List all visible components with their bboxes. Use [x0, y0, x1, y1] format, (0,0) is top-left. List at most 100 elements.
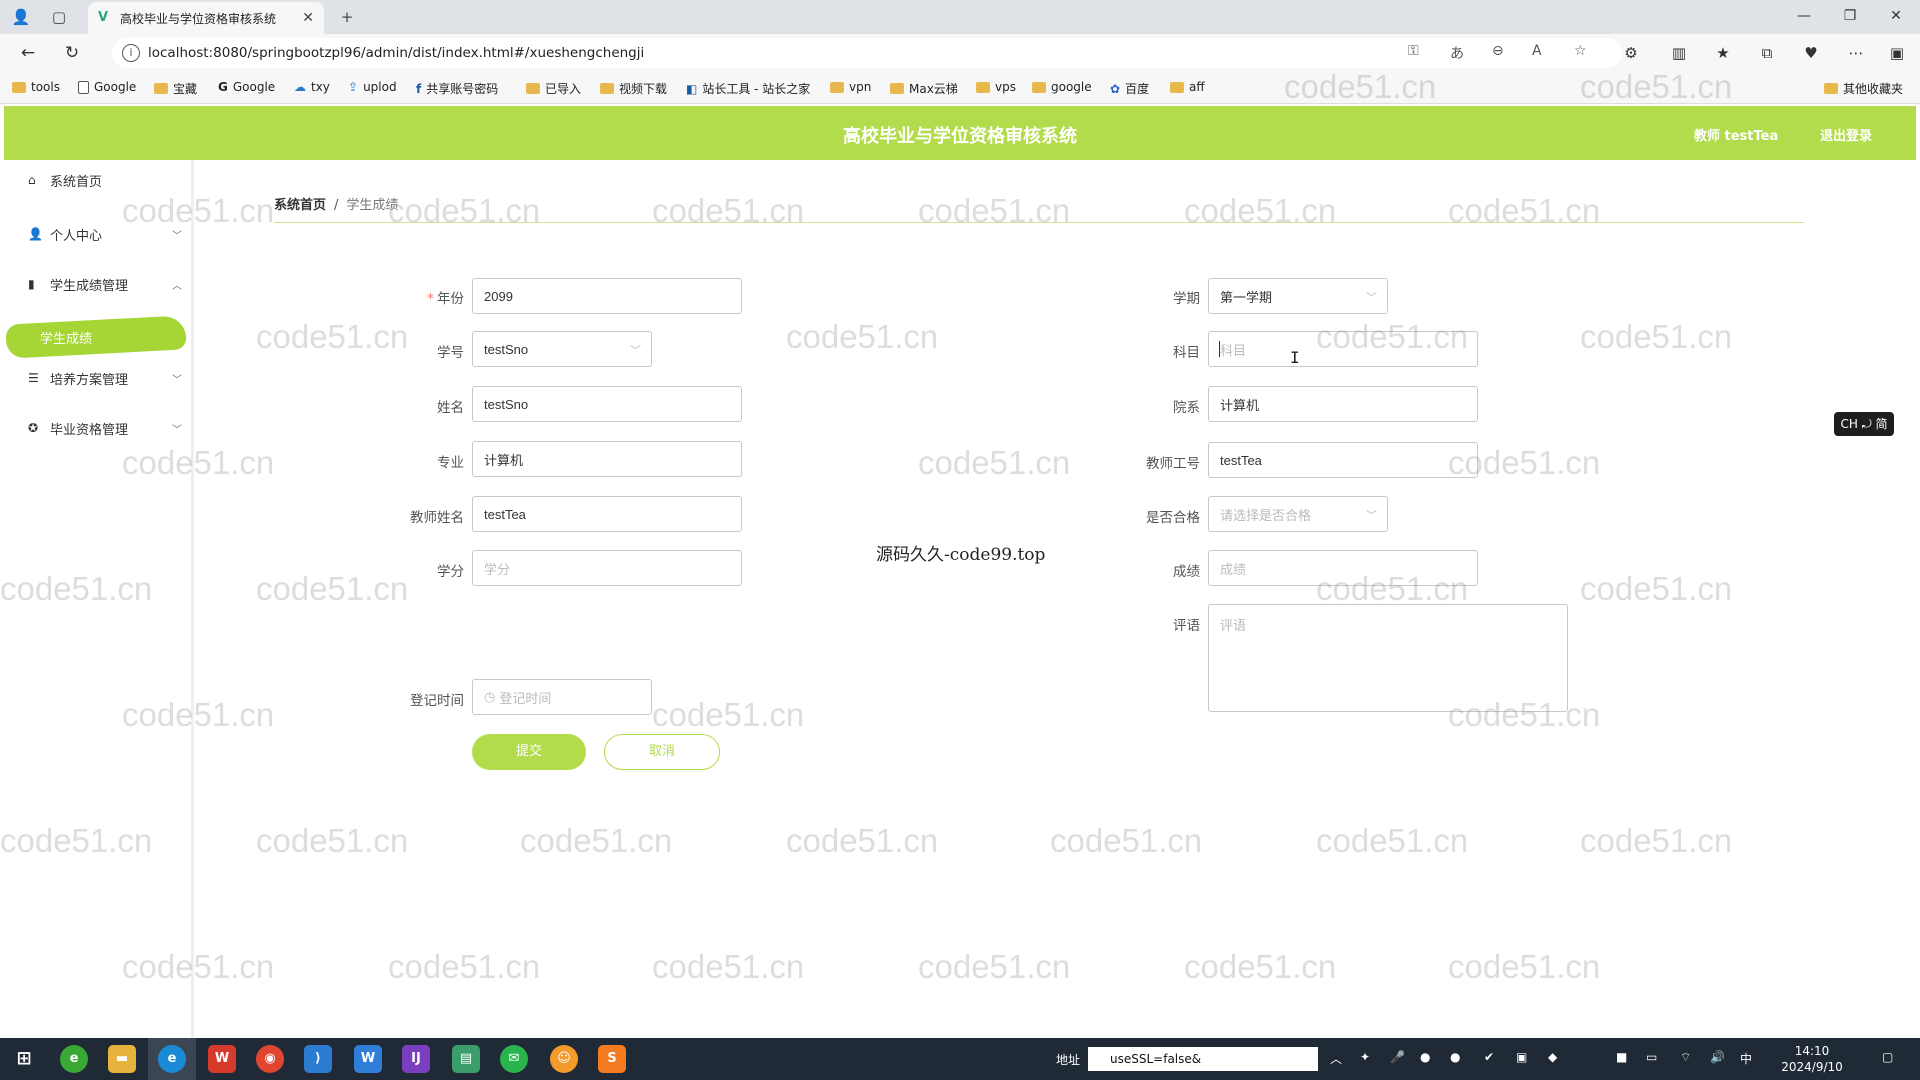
comment-textarea[interactable]: 评语 — [1208, 604, 1568, 712]
sidebar-item-grades[interactable]: ▮ 学生成绩管理 ︿ — [28, 277, 182, 294]
word-icon[interactable]: W — [354, 1045, 382, 1073]
sidebar-toggle-icon[interactable]: ▣ — [1889, 44, 1905, 62]
other-bookmarks-folder[interactable]: 其他收藏夹 — [1824, 80, 1903, 97]
bookmark-folder[interactable]: tools — [12, 80, 60, 94]
submit-button[interactable]: 提交 — [472, 734, 586, 770]
department-input[interactable]: 计算机 — [1208, 386, 1478, 422]
profile-icon[interactable]: 👤 — [11, 8, 31, 26]
tray-app-icon[interactable]: ✔ — [1484, 1050, 1495, 1064]
teacher-name-input[interactable]: testTea — [472, 496, 742, 532]
browser-essentials-icon[interactable]: ♥ — [1804, 44, 1818, 62]
sidebar-subitem-label: 学生成绩 — [40, 332, 93, 347]
url-field[interactable]: i localhost:8080/springbootzpl96/admin/d… — [112, 38, 1622, 68]
breadcrumb-home[interactable]: 系统首页 — [274, 198, 327, 213]
minimize-icon[interactable]: — — [1797, 8, 1811, 24]
bookmark[interactable]: ◧站长工具 - 站长之家 — [686, 81, 811, 97]
bookmark-folder[interactable]: aff — [1170, 80, 1205, 94]
close-window-icon[interactable]: ✕ — [1890, 8, 1902, 24]
teacher-no-input[interactable]: testTea — [1208, 442, 1478, 478]
info-icon[interactable]: i — [122, 44, 140, 62]
close-tab-icon[interactable]: ✕ — [302, 10, 314, 26]
tray-app-icon[interactable]: ✦ — [1360, 1050, 1371, 1064]
extensions-icon[interactable]: ⚙ — [1624, 44, 1638, 62]
file-explorer-icon[interactable]: ▬ — [108, 1045, 136, 1073]
app-orange-icon[interactable]: ☺ — [550, 1045, 578, 1073]
collections-icon[interactable]: ⧉ — [1761, 44, 1773, 62]
bookmark-folder[interactable]: 宝藏 — [154, 80, 197, 97]
browser-tab[interactable]: V 高校毕业与学位资格审核系统 ✕ — [88, 2, 324, 34]
year-input[interactable]: 2099 — [472, 278, 742, 314]
sidebar-item-home[interactable]: ⌂ 系统首页 — [28, 173, 103, 190]
taskbar-address-input[interactable]: useSSL=false& — [1088, 1047, 1318, 1071]
bookmark[interactable]: ☁txy — [294, 80, 330, 94]
tray-up-icon[interactable]: ︿ — [1330, 1052, 1343, 1066]
wifi-icon[interactable]: ⌔ — [1680, 1050, 1692, 1064]
wps-icon[interactable]: W — [208, 1045, 236, 1073]
bookmark-folder[interactable]: Max云梯 — [890, 80, 958, 97]
text-cursor-icon: I — [1290, 348, 1300, 367]
bookmark[interactable]: ✿百度 — [1110, 81, 1150, 97]
favorite-star-icon[interactable]: ☆ — [1574, 43, 1587, 59]
bookmark-folder[interactable]: google — [1032, 80, 1092, 94]
semester-select[interactable]: 第一学期﹀ — [1208, 278, 1388, 314]
tab-actions-icon[interactable]: ▢ — [51, 8, 67, 26]
folder-icon — [154, 83, 168, 94]
notification-icon[interactable]: ▢ — [1882, 1050, 1894, 1064]
ime-mode[interactable]: 中 — [1740, 1052, 1753, 1066]
logout-link[interactable]: 退出登录 — [1820, 129, 1873, 144]
restore-icon[interactable]: ❐ — [1843, 8, 1857, 24]
folder-icon — [12, 81, 26, 93]
bookmark[interactable]: ⇪uplod — [348, 80, 397, 94]
register-time-picker[interactable]: ◷登记时间 — [472, 679, 652, 715]
bookmark-folder[interactable]: vps — [976, 80, 1016, 94]
cancel-button[interactable]: 取消 — [604, 734, 720, 770]
folder-app-icon[interactable]: ▤ — [452, 1045, 480, 1073]
back-icon[interactable]: ← — [20, 43, 36, 63]
browser-360-icon[interactable]: e — [60, 1045, 88, 1073]
vscode-icon[interactable]: ⟩ — [304, 1045, 332, 1073]
favorites-icon[interactable]: ★ — [1716, 44, 1730, 62]
sublime-icon[interactable]: S — [598, 1045, 626, 1073]
bookmark[interactable]: Google — [78, 80, 136, 94]
read-aloud-icon[interactable]: A — [1532, 43, 1542, 59]
key-icon[interactable]: ⚿ — [1408, 43, 1419, 59]
tray-app-icon[interactable]: ● — [1420, 1050, 1431, 1064]
bookmark-folder[interactable]: 已导入 — [526, 80, 581, 97]
translate-icon[interactable]: あ — [1450, 46, 1464, 62]
new-tab-icon[interactable]: + — [340, 8, 354, 26]
subject-input[interactable]: 科目 — [1208, 331, 1478, 367]
tray-app-icon[interactable]: ● — [1450, 1050, 1461, 1064]
microphone-icon[interactable]: 🎤 — [1390, 1050, 1405, 1064]
name-input[interactable]: testSno — [472, 386, 742, 422]
sidebar-item-graduation[interactable]: ✪ 毕业资格管理 ﹀ — [28, 421, 182, 438]
sidebar-item-profile[interactable]: 👤 个人中心 ﹀ — [28, 227, 182, 244]
tray-app-icon[interactable]: ◆ — [1548, 1050, 1558, 1064]
qualified-select[interactable]: 请选择是否合格﹀ — [1208, 496, 1388, 532]
tray-app-icon[interactable]: ■ — [1616, 1050, 1628, 1064]
edge-icon[interactable]: e — [158, 1045, 186, 1073]
chrome-icon[interactable]: ◉ — [256, 1045, 284, 1073]
major-input[interactable]: 计算机 — [472, 441, 742, 477]
ime-indicator[interactable]: CH ⤾ 简 — [1834, 412, 1894, 436]
credit-input[interactable]: 学分 — [472, 550, 742, 586]
clock[interactable]: 14:10 2024/9/10 — [1770, 1043, 1854, 1075]
zoom-icon[interactable]: ⊖ — [1492, 43, 1504, 59]
bookmark-folder[interactable]: vpn — [830, 80, 871, 94]
sidebar-subitem-student-grades[interactable]: 学生成绩 — [5, 315, 187, 359]
wechat-icon[interactable]: ✉ — [500, 1045, 528, 1073]
tray-app-icon[interactable]: ▣ — [1516, 1050, 1528, 1064]
sidebar-item-plans[interactable]: ☰ 培养方案管理 ﹀ — [28, 371, 182, 388]
sidebar: ⌂ 系统首页 👤 个人中心 ﹀ ▮ 学生成绩管理 ︿ ☰ 培养方案管理 ﹀ ✪ … — [4, 160, 194, 1038]
bookmark-folder[interactable]: 视频下载 — [600, 80, 667, 97]
battery-icon[interactable]: ▭ — [1646, 1050, 1658, 1064]
intellij-icon[interactable]: IJ — [402, 1045, 430, 1073]
windows-start-icon[interactable]: ⊞ — [16, 1048, 32, 1069]
refresh-icon[interactable]: ↻ — [64, 43, 80, 63]
student-no-select[interactable]: testSno﹀ — [472, 331, 652, 367]
more-icon[interactable]: ⋯ — [1848, 44, 1864, 62]
split-screen-icon[interactable]: ▥ — [1671, 44, 1687, 62]
score-input[interactable]: 成绩 — [1208, 550, 1478, 586]
volume-icon[interactable]: 🔊 — [1710, 1050, 1725, 1064]
